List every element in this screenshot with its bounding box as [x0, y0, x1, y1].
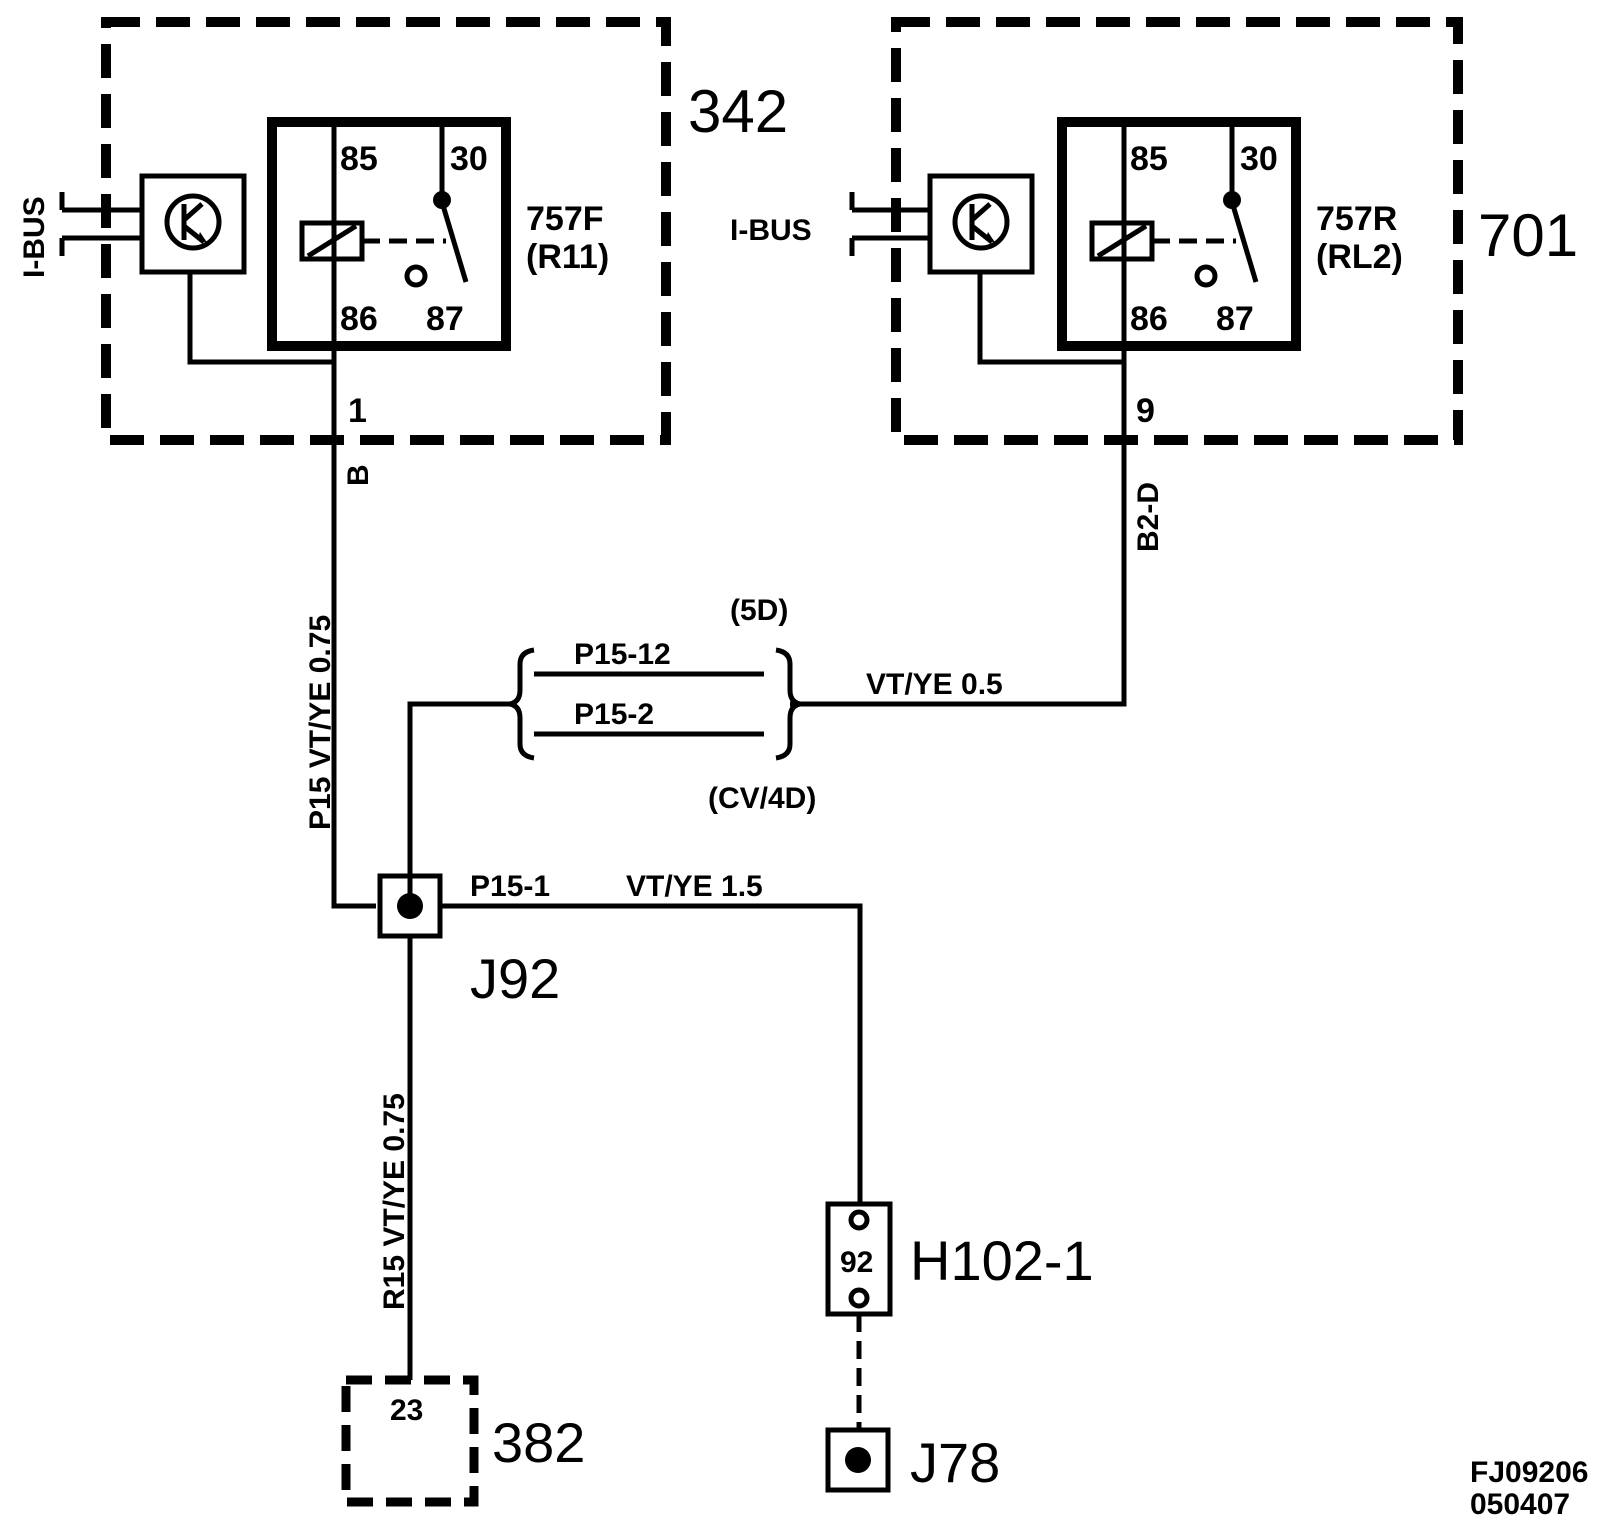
junction-j92-label: J92	[470, 947, 560, 1010]
junction-j92: J92	[377, 873, 560, 1010]
relay-757r: 85 30 86 87 757R (RL2)	[1057, 117, 1403, 351]
pin-out-front: 1	[348, 392, 367, 430]
transistor-icon-front	[139, 173, 247, 275]
module-701-boundary	[891, 17, 1463, 445]
pin-30-front: 30	[450, 140, 488, 178]
ibus-label-front: I-BUS	[18, 196, 51, 278]
ibus-label-rear: I-BUS	[730, 214, 812, 247]
connector-b-label: B	[342, 464, 375, 486]
pin-85-front: 85	[340, 140, 378, 178]
pin-87-front: 87	[426, 300, 464, 338]
pin-86-rear: 86	[1130, 300, 1168, 338]
ibus-connector-rear: I-BUS	[730, 192, 930, 256]
component-382: 23 382	[341, 1375, 585, 1507]
connector-b2d-label: B2-D	[1132, 482, 1165, 552]
pin-85-rear: 85	[1130, 140, 1168, 178]
wire-p15-label: P15 VT/YE 0.75	[304, 615, 337, 830]
wire-p15-12-label: P15-12	[574, 638, 671, 671]
relay-ref-rear: (RL2)	[1316, 238, 1403, 276]
wire-p15-1	[440, 903, 863, 1204]
wire-p15	[331, 346, 376, 909]
component-382-boundary	[341, 1375, 479, 1507]
relay-switch-rear	[1229, 201, 1259, 283]
module-342-label: 342	[688, 78, 788, 145]
wire-rear-feed-label: VT/YE 0.5	[866, 668, 1003, 701]
module-701: 701 I-BUS	[730, 17, 1578, 552]
pin-86-front: 86	[340, 300, 378, 338]
drawing-code: FJ09206	[1470, 1456, 1588, 1489]
ibus-connector-front: I-BUS	[18, 192, 142, 278]
drawing-date: 050407	[1470, 1488, 1570, 1520]
module-342-boundary	[101, 17, 671, 445]
pin-87-rear: 87	[1216, 300, 1254, 338]
variant-bottom-label: (CV/4D)	[708, 782, 816, 815]
wire-r15-label: R15 VT/YE 0.75	[378, 1093, 411, 1310]
pin-30-rear: 30	[1240, 140, 1278, 178]
connector-h102-1: 92 H102-1	[825, 1201, 1094, 1317]
relay-name-front: 757F	[526, 200, 604, 238]
transistor-drive-wire-rear	[977, 272, 1124, 365]
variant-bracket: P15-12 P15-2 (5D) (CV/4D)	[509, 594, 816, 815]
wire-rear-feed	[790, 346, 1127, 707]
wire-p15-1-spec: VT/YE 1.5	[626, 870, 763, 903]
connector-h102-pin: 92	[840, 1246, 873, 1279]
wire-bracket-to-j92	[407, 701, 510, 906]
junction-j78: J78	[825, 1427, 1000, 1494]
relay-757f: 85 30 86 87 757F (R11)	[267, 117, 609, 351]
wire-p15-2-label: P15-2	[574, 698, 654, 731]
variant-top-label: (5D)	[730, 594, 788, 627]
pin-out-rear: 9	[1136, 392, 1155, 430]
transistor-icon-rear	[927, 173, 1035, 275]
component-382-pin: 23	[390, 1394, 423, 1427]
relay-ref-front: (R11)	[526, 238, 609, 276]
module-342: 342 I-BUS	[18, 17, 788, 486]
relay-name-rear: 757R	[1316, 200, 1397, 238]
transistor-drive-wire-front	[187, 272, 334, 365]
component-382-label: 382	[492, 1411, 585, 1474]
relay-switch-front	[439, 201, 469, 283]
connector-h102-label: H102-1	[910, 1229, 1094, 1292]
junction-j78-label: J78	[910, 1431, 1000, 1494]
wire-p15-1-label: P15-1	[470, 870, 550, 903]
module-701-label: 701	[1478, 202, 1578, 269]
